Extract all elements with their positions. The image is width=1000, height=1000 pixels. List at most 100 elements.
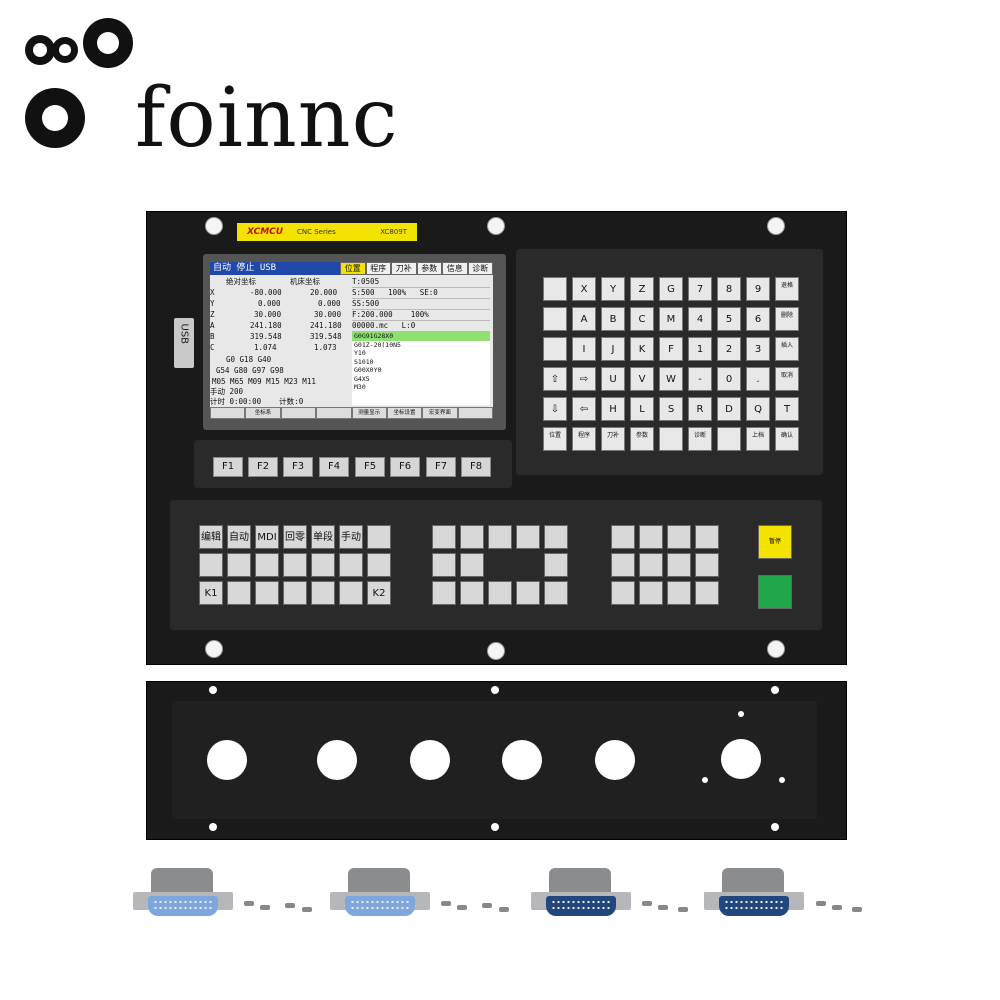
key[interactable]: 位置 <box>543 427 567 451</box>
key[interactable]: 9 <box>746 277 770 301</box>
cycle-start-button[interactable] <box>758 575 792 609</box>
control-key[interactable] <box>516 581 540 605</box>
control-key[interactable] <box>311 553 335 577</box>
control-key[interactable]: 编辑 <box>199 525 223 549</box>
control-key[interactable] <box>611 525 635 549</box>
control-key[interactable] <box>227 581 251 605</box>
key[interactable]: A <box>572 307 596 331</box>
key[interactable]: G <box>659 277 683 301</box>
key[interactable]: 3 <box>746 337 770 361</box>
softkey[interactable] <box>280 407 317 419</box>
f4-key[interactable]: F4 <box>319 457 349 477</box>
control-key[interactable] <box>460 553 484 577</box>
control-key[interactable] <box>544 525 568 549</box>
control-key[interactable] <box>283 581 307 605</box>
f2-key[interactable]: F2 <box>248 457 278 477</box>
key[interactable]: U <box>601 367 625 391</box>
control-key[interactable] <box>639 525 663 549</box>
control-key[interactable] <box>367 553 391 577</box>
key[interactable]: 上档 <box>746 427 770 451</box>
control-key[interactable] <box>432 581 456 605</box>
key[interactable]: 7 <box>688 277 712 301</box>
key[interactable]: C <box>630 307 654 331</box>
key[interactable]: 确认 <box>775 427 799 451</box>
softkey[interactable] <box>316 407 352 419</box>
control-key[interactable] <box>695 525 719 549</box>
control-key[interactable] <box>695 581 719 605</box>
key[interactable] <box>543 277 567 301</box>
key[interactable]: ⇩ <box>543 397 567 421</box>
control-key[interactable] <box>432 525 456 549</box>
key[interactable]: 程序 <box>572 427 596 451</box>
control-key[interactable] <box>667 553 691 577</box>
key[interactable]: F <box>659 337 683 361</box>
key[interactable] <box>659 427 683 451</box>
control-key[interactable] <box>460 581 484 605</box>
control-key[interactable] <box>283 553 307 577</box>
f3-key[interactable]: F3 <box>283 457 313 477</box>
control-key[interactable] <box>544 553 568 577</box>
softkey[interactable]: 宏变界面 <box>422 407 458 419</box>
key[interactable]: M <box>659 307 683 331</box>
f8-key[interactable]: F8 <box>461 457 491 477</box>
key[interactable]: K <box>630 337 654 361</box>
control-key[interactable] <box>639 581 663 605</box>
control-key[interactable] <box>199 553 223 577</box>
control-key[interactable] <box>488 525 512 549</box>
key[interactable]: ⇧ <box>543 367 567 391</box>
usb-port[interactable]: USB <box>174 318 194 368</box>
control-key[interactable] <box>695 553 719 577</box>
control-key[interactable] <box>255 553 279 577</box>
key[interactable]: D <box>717 397 741 421</box>
key[interactable]: 插入 <box>775 337 799 361</box>
key[interactable] <box>543 307 567 331</box>
softkey[interactable]: 坐标设置 <box>386 407 423 419</box>
key[interactable]: 退格 <box>775 277 799 301</box>
control-key[interactable]: K1 <box>199 581 223 605</box>
f5-key[interactable]: F5 <box>355 457 385 477</box>
key[interactable] <box>717 427 741 451</box>
key[interactable]: W <box>659 367 683 391</box>
softkey[interactable]: 坐标系 <box>245 407 281 419</box>
tab-position[interactable]: 位置 <box>340 262 366 275</box>
key[interactable]: 8 <box>717 277 741 301</box>
key[interactable]: T <box>775 397 799 421</box>
tab-diag[interactable]: 诊断 <box>467 262 493 275</box>
control-key[interactable] <box>611 581 635 605</box>
control-key[interactable]: 单段 <box>311 525 335 549</box>
key[interactable]: 删除 <box>775 307 799 331</box>
key[interactable]: 1 <box>688 337 712 361</box>
control-key[interactable]: K2 <box>367 581 391 605</box>
key[interactable]: 取消 <box>775 367 799 391</box>
tab-program[interactable]: 程序 <box>365 262 391 275</box>
key[interactable]: J <box>601 337 625 361</box>
control-key[interactable]: 自动 <box>227 525 251 549</box>
key[interactable]: 2 <box>717 337 741 361</box>
key[interactable]: Z <box>630 277 654 301</box>
control-key[interactable] <box>227 553 251 577</box>
tab-info[interactable]: 信息 <box>442 262 468 275</box>
control-key[interactable] <box>639 553 663 577</box>
key[interactable]: 6 <box>746 307 770 331</box>
softkey[interactable] <box>210 407 246 419</box>
key[interactable]: 刀补 <box>601 427 625 451</box>
key[interactable]: ⇨ <box>572 367 596 391</box>
control-key[interactable] <box>544 581 568 605</box>
control-key[interactable] <box>367 525 391 549</box>
key[interactable]: X <box>572 277 596 301</box>
key[interactable]: . <box>746 367 770 391</box>
key[interactable]: 5 <box>717 307 741 331</box>
key[interactable]: 4 <box>688 307 712 331</box>
key[interactable]: R <box>688 397 712 421</box>
control-key[interactable] <box>611 553 635 577</box>
control-key[interactable] <box>667 581 691 605</box>
control-key[interactable] <box>432 553 456 577</box>
softkey[interactable]: 测量显示 <box>351 407 387 419</box>
control-key[interactable] <box>516 525 540 549</box>
key[interactable] <box>543 337 567 361</box>
f7-key[interactable]: F7 <box>426 457 456 477</box>
control-key[interactable] <box>255 581 279 605</box>
control-key[interactable]: MDI <box>255 525 279 549</box>
f1-key[interactable]: F1 <box>213 457 243 477</box>
control-key[interactable] <box>667 525 691 549</box>
